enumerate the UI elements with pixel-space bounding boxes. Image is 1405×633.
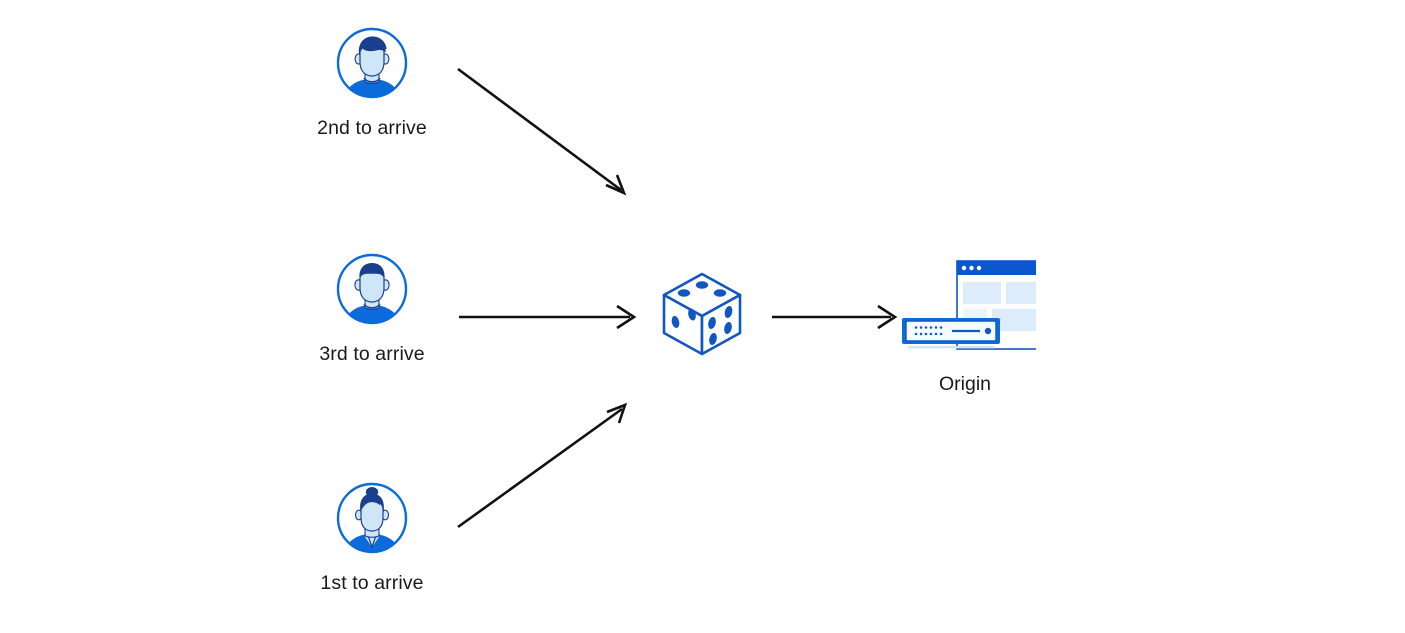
dice-node[interactable] (656, 268, 748, 360)
origin-node[interactable]: Origin (865, 256, 1065, 396)
arrow-2nd-to-dice (457, 67, 627, 196)
server-device (902, 318, 1000, 349)
user-node-2nd[interactable]: 2nd to arrive (292, 26, 452, 140)
origin-label: Origin (938, 373, 992, 395)
user-label-2nd: 2nd to arrive (317, 117, 427, 139)
user-avatar-icon (335, 481, 409, 555)
user-avatar-icon (335, 252, 409, 326)
user-node-1st[interactable]: 1st to arrive (292, 481, 452, 595)
user-node-3rd[interactable]: 3rd to arrive (292, 252, 452, 366)
user-avatar-icon (335, 26, 409, 100)
user-label-3rd: 3rd to arrive (319, 343, 425, 365)
dice-icon (662, 272, 742, 356)
arrow-3rd-to-dice (459, 304, 637, 330)
arrow-1st-to-dice (457, 402, 628, 529)
user-label-1st: 1st to arrive (320, 572, 424, 594)
origin-server-icon (894, 256, 1054, 358)
